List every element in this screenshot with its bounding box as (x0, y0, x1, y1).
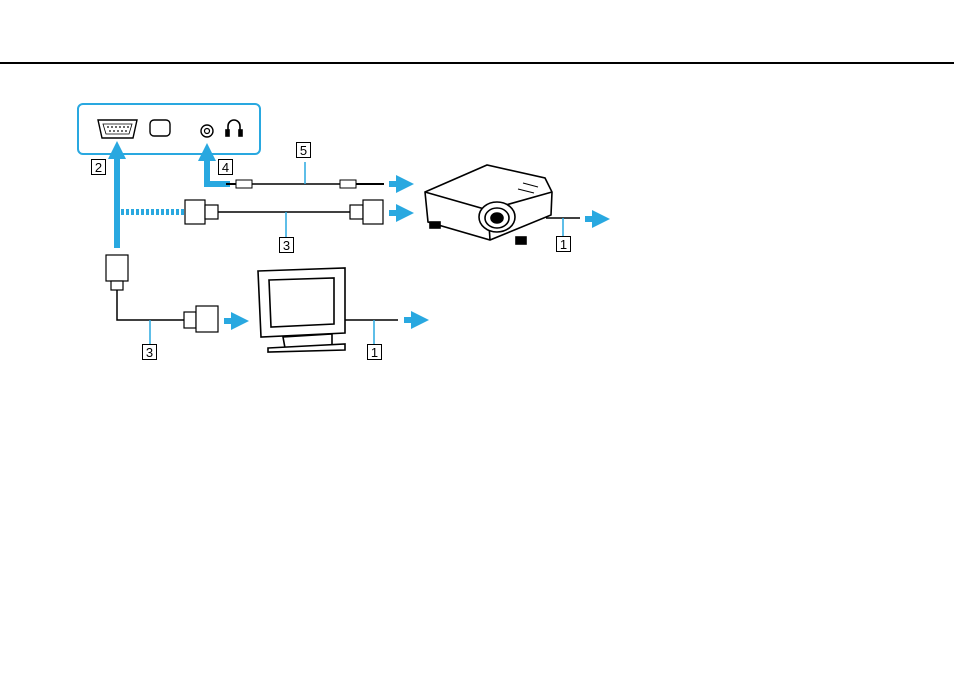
projector-power-cable (546, 218, 580, 236)
display-cable-top (185, 200, 383, 237)
usb-port-icon (150, 120, 170, 136)
callout-4-label: 4 (222, 160, 229, 175)
callout-5-label: 5 (300, 143, 307, 158)
callout-5: 5 (297, 143, 311, 159)
callout-1-projector: 1 (557, 237, 571, 253)
callout-1-monitor: 1 (368, 345, 382, 361)
callout-3-top-label: 3 (283, 238, 290, 253)
callout-1-projector-label: 1 (560, 237, 567, 252)
callout-3-bottom: 3 (143, 345, 157, 361)
projector-icon (425, 165, 552, 244)
audio-jack-icon (201, 125, 213, 137)
monitor-icon (258, 268, 345, 352)
monitor-power-cable (345, 320, 398, 344)
callout-2: 2 (92, 160, 106, 176)
callout-4: 4 (219, 160, 233, 176)
callout-3-top: 3 (280, 238, 294, 254)
vga-port-icon (98, 120, 137, 138)
callout-3-bottom-label: 3 (146, 345, 153, 360)
callout-1-monitor-label: 1 (371, 345, 378, 360)
display-cable-bottom (106, 255, 218, 345)
audio-cable (226, 162, 384, 188)
callout-2-label: 2 (95, 160, 102, 175)
